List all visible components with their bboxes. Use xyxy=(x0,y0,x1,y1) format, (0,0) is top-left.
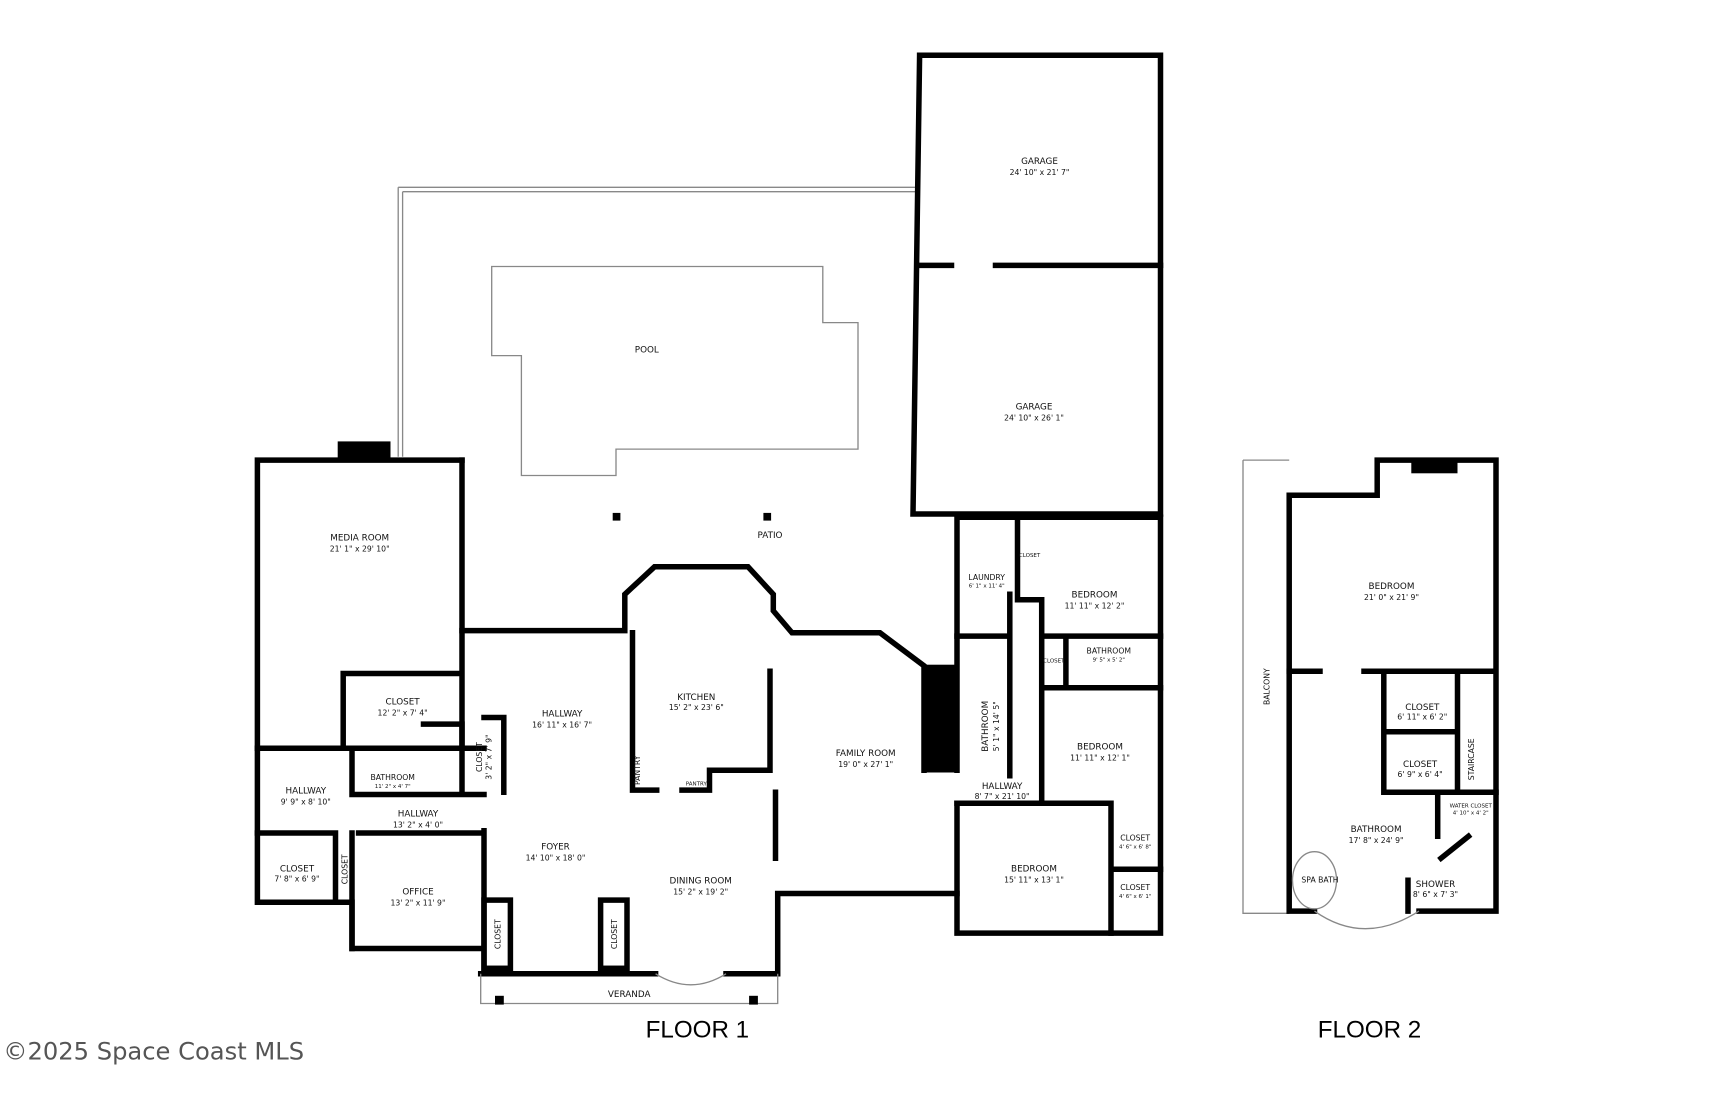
room-label: LAUNDRY xyxy=(968,573,1005,582)
room-label: BEDROOM xyxy=(1072,591,1118,601)
room-dims: 17' 8" x 24' 9" xyxy=(1349,836,1404,845)
room-label: CLOSET xyxy=(386,697,421,707)
room-dims: 11' 11" x 12' 1" xyxy=(1070,753,1130,762)
room-dims: 14' 10" x 18' 0" xyxy=(526,854,586,863)
room-label: MEDIA ROOM xyxy=(330,533,389,543)
room-dims: 24' 10" x 26' 1" xyxy=(1004,414,1064,423)
room-label: PANTRY xyxy=(633,755,642,785)
room-label: DINING ROOM xyxy=(670,877,732,887)
room-dims: 11' 11" x 12' 2" xyxy=(1065,602,1125,611)
room-dims: 19' 0" x 27' 1" xyxy=(838,760,893,769)
room-label: FOYER xyxy=(541,843,570,853)
room-label: BEDROOM xyxy=(1077,742,1123,752)
room-label: CLOSET xyxy=(280,865,315,875)
room-label: OFFICE xyxy=(402,888,433,898)
room-dims: 24' 10" x 21' 7" xyxy=(1010,168,1070,177)
room-dims: 6' 1" x 11' 4" xyxy=(969,584,1005,590)
room-label: PANTRY xyxy=(686,782,708,788)
room-label: CLOSET xyxy=(341,854,350,884)
room-label: BEDROOM xyxy=(1369,582,1415,592)
room-label: STAIRCASE xyxy=(1467,738,1476,780)
room-label: BATHROOM xyxy=(1087,647,1132,656)
room-dims: 7' 8" x 6' 9" xyxy=(274,874,319,883)
room-label: HALLWAY xyxy=(542,709,583,719)
room-label: VERANDA xyxy=(608,990,651,1000)
room-dims: 15' 2" x 23' 6" xyxy=(669,703,724,712)
room-dims: 4' 6" x 6' 1" xyxy=(1119,894,1151,900)
room-label: CLOSET xyxy=(1019,553,1041,559)
room-label: BATHROOM xyxy=(1351,825,1402,835)
floor2-walls xyxy=(1242,457,1499,930)
room-dims: 8' 6" x 7' 3" xyxy=(1413,890,1458,899)
room-dims: 4' 6" x 6' 8" xyxy=(1119,844,1151,850)
room-dims: 4' 10" x 4' 2" xyxy=(1453,810,1489,816)
room-label: CLOSET xyxy=(610,919,619,949)
room-label: CLOSET xyxy=(1120,834,1150,843)
room-dims: 6' 9" x 6' 4" xyxy=(1398,770,1443,779)
copyright-watermark: ©2025 Space Coast MLS xyxy=(3,1038,304,1066)
room-label: BATHROOM xyxy=(981,701,991,752)
room-dims: 12' 2" x 7' 4" xyxy=(378,708,428,717)
room-label: POOL xyxy=(635,345,659,355)
floor1-walls xyxy=(254,52,1164,1005)
room-label: PATIO xyxy=(758,531,783,541)
room-dims: 15' 11" x 13' 1" xyxy=(1004,876,1064,885)
room-label: CLOSET xyxy=(475,742,484,772)
room-dims: 16' 11" x 16' 7" xyxy=(532,720,592,729)
room-label: CLOSET xyxy=(1120,883,1150,892)
room-dims: 13' 2" x 4' 0" xyxy=(393,821,443,830)
room-label: HALLWAY xyxy=(398,810,439,820)
room-label: SPA BATH xyxy=(1301,876,1338,885)
floor2-labels: BEDROOM 21' 0" x 21' 9" BALCONY CLOSET 6… xyxy=(1262,582,1492,899)
room-label: WATER CLOSET xyxy=(1450,804,1493,810)
room-label: FAMILY ROOM xyxy=(836,749,896,759)
room-label: HALLWAY xyxy=(286,786,327,796)
room-dims: 9' 9" x 8' 10" xyxy=(281,797,331,806)
room-dims: 15' 2" x 19' 2" xyxy=(673,888,728,897)
room-label: KITCHEN xyxy=(677,693,715,703)
floor2-title: FLOOR 2 xyxy=(1318,1017,1422,1044)
room-label: CLOSET xyxy=(494,919,503,949)
room-label: GARAGE xyxy=(1021,157,1058,167)
room-dims: 5' 1" x 14' 5" xyxy=(992,701,1001,751)
room-dims: 21' 1" x 29' 10" xyxy=(330,544,390,553)
room-label: BALCONY xyxy=(1262,668,1271,705)
room-dims: 21' 0" x 21' 9" xyxy=(1364,593,1419,602)
room-label: GARAGE xyxy=(1016,403,1053,413)
room-label: BATHROOM xyxy=(370,773,415,782)
room-dims: 3' 2" x 7' 9" xyxy=(485,735,494,780)
room-label: CLOSET xyxy=(1405,703,1440,713)
room-dims: 6' 11" x 6' 2" xyxy=(1397,713,1447,722)
floor1-labels: GARAGE 24' 10" x 21' 7" GARAGE 24' 10" x… xyxy=(274,157,1151,1000)
room-label: SHOWER xyxy=(1416,880,1455,890)
room-dims: 8' 7" x 21' 10" xyxy=(975,792,1030,801)
room-dims: 9' 5" x 5' 2" xyxy=(1093,657,1125,663)
room-label: BEDROOM xyxy=(1011,865,1057,875)
room-dims: 13' 2" x 11' 9" xyxy=(391,899,446,908)
room-label: CLOSET xyxy=(1403,760,1438,770)
room-label: HALLWAY xyxy=(982,782,1023,792)
pool-outline xyxy=(491,265,859,477)
floor1-title: FLOOR 1 xyxy=(646,1017,750,1044)
room-dims: 11' 2" x 4' 7" xyxy=(375,784,411,790)
room-label: CLOSET xyxy=(1043,659,1065,665)
